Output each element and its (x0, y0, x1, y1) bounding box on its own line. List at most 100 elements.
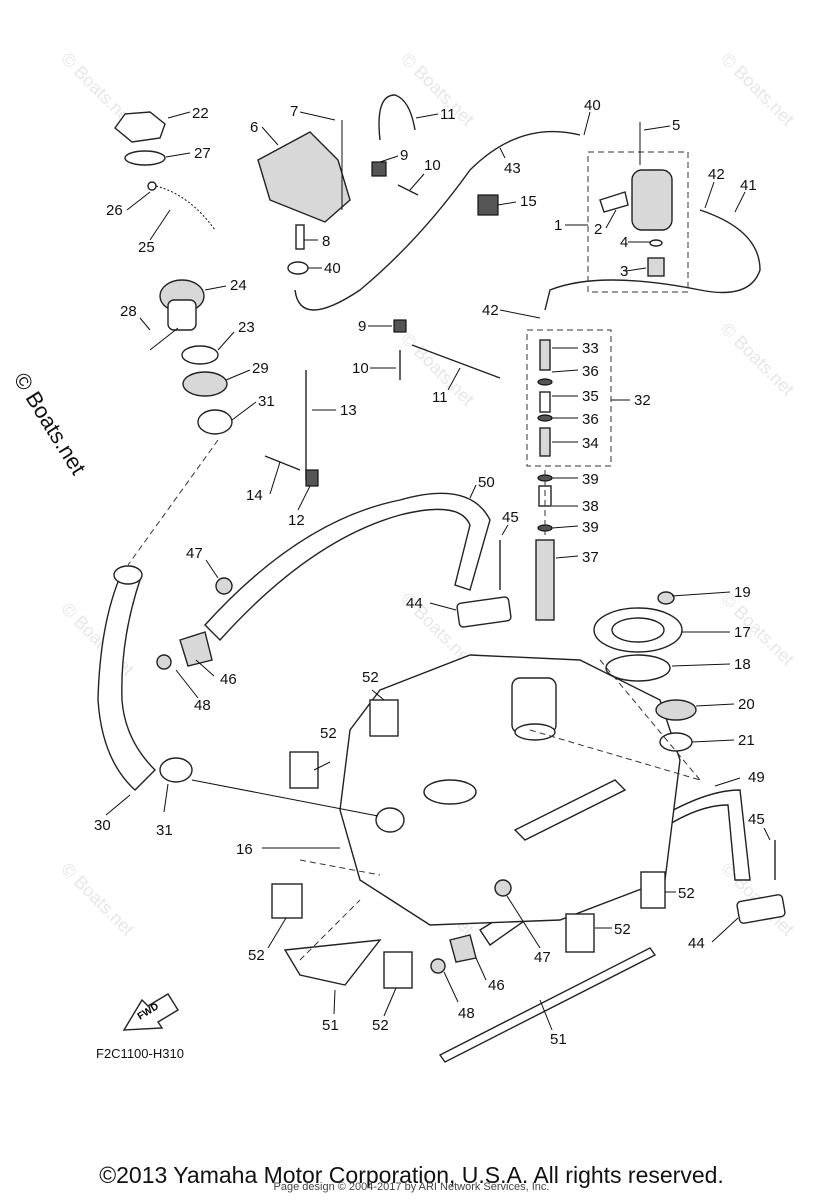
filler-neck-body (167, 299, 197, 331)
clamp-21 (659, 732, 693, 752)
hose-37 (535, 539, 555, 621)
damper-46 (179, 631, 213, 667)
part-label: 41 (740, 177, 757, 194)
part-label: 22 (192, 105, 209, 122)
part-label: 18 (734, 656, 751, 673)
filler-hose (97, 569, 156, 791)
part-label: 47 (534, 949, 551, 966)
bolt-47b (494, 879, 512, 897)
part-label: 9 (358, 318, 366, 335)
part-label: 14 (246, 487, 263, 504)
part-label: 31 (156, 822, 173, 839)
part-label: 51 (322, 1017, 339, 1034)
fuel-tank (339, 654, 681, 926)
part-label: 21 (738, 732, 755, 749)
tank-port (423, 779, 477, 805)
bolt-48b (430, 958, 446, 974)
filler-nut (182, 371, 228, 397)
nut-19 (657, 591, 675, 605)
guide-line (127, 439, 219, 566)
pad-52b (289, 751, 319, 789)
filter-element (647, 257, 665, 277)
part-label: 45 (748, 811, 765, 828)
pad-52d (383, 951, 413, 989)
watermark: © Boats.net (57, 859, 138, 940)
watermark: © Boats.net (717, 49, 798, 130)
clip-pin (397, 184, 419, 196)
part-label: 27 (194, 145, 211, 162)
part-label: 4 (620, 234, 628, 251)
part-label: 49 (748, 769, 765, 786)
part-label: 42 (708, 166, 725, 183)
part-label: 36 (582, 363, 599, 380)
band (378, 94, 416, 141)
assembly-box-1 (587, 151, 689, 293)
part-label: 46 (488, 977, 505, 994)
bolt-48 (156, 654, 172, 670)
cover (257, 131, 351, 223)
holder-44 (456, 596, 512, 628)
holder (477, 194, 499, 216)
watermark: © Boats.net (717, 319, 798, 400)
part-label: 28 (120, 303, 137, 320)
hose-35 (539, 391, 551, 413)
damper-46b (449, 934, 477, 963)
tank-band-left (204, 492, 491, 642)
screw (149, 327, 179, 351)
pad-52f (640, 871, 666, 909)
part-label: 23 (238, 319, 255, 336)
part-label: 50 (478, 474, 495, 491)
part-label: 26 (106, 202, 123, 219)
part-label: 19 (734, 584, 751, 601)
part-label: 15 (520, 193, 537, 210)
leader-lines (105, 111, 771, 1031)
diagram-code: F2C1100-H310 (96, 1046, 184, 1061)
part-label: 11 (432, 389, 448, 406)
filler-cap (114, 111, 166, 143)
part-label: 52 (614, 921, 631, 938)
part-label: 1 (554, 217, 562, 234)
clip-36b (537, 414, 553, 422)
part-label: 51 (550, 1031, 567, 1048)
clip-36 (537, 378, 553, 386)
watermark: © Boats.net (717, 589, 798, 670)
part-label: 52 (248, 947, 265, 964)
filter-body (631, 169, 673, 231)
joint-34 (539, 427, 551, 457)
cap-20 (655, 699, 697, 721)
hose-end (113, 565, 143, 585)
part-label: 48 (458, 1005, 475, 1022)
strip-51a (283, 939, 382, 986)
tank-rib (513, 779, 627, 841)
part-label: 3 (620, 263, 628, 280)
clip (371, 161, 387, 177)
part-label: 40 (584, 97, 601, 114)
o-ring (649, 239, 663, 247)
part-label: 32 (634, 392, 651, 409)
part-label: 29 (252, 360, 269, 377)
bracket (599, 191, 629, 213)
part-label: 9 (400, 147, 408, 164)
fwd-arrow-icon (122, 993, 179, 1031)
part-label: 33 (582, 340, 599, 357)
part-label: 39 (582, 471, 599, 488)
part-label: 38 (582, 498, 599, 515)
part-label: 8 (322, 233, 330, 250)
part-label: 48 (194, 697, 211, 714)
pump-flange (514, 723, 556, 741)
page-credit: Page design © 2004-2017 by ARI Network S… (273, 1181, 550, 1193)
part-label: 25 (138, 239, 155, 256)
part-label: 2 (594, 221, 602, 238)
part-label: 44 (406, 595, 423, 612)
filler-gasket (181, 345, 219, 365)
part-label: 52 (320, 725, 337, 742)
part-label: 44 (688, 935, 705, 952)
cap-chain (155, 185, 216, 231)
part-label: 42 (482, 302, 499, 319)
part-label: 10 (424, 157, 441, 174)
part-label: 52 (372, 1017, 389, 1034)
pump-cover-inner (611, 617, 665, 643)
clip-3 (305, 469, 319, 487)
cap-gasket (124, 150, 166, 166)
